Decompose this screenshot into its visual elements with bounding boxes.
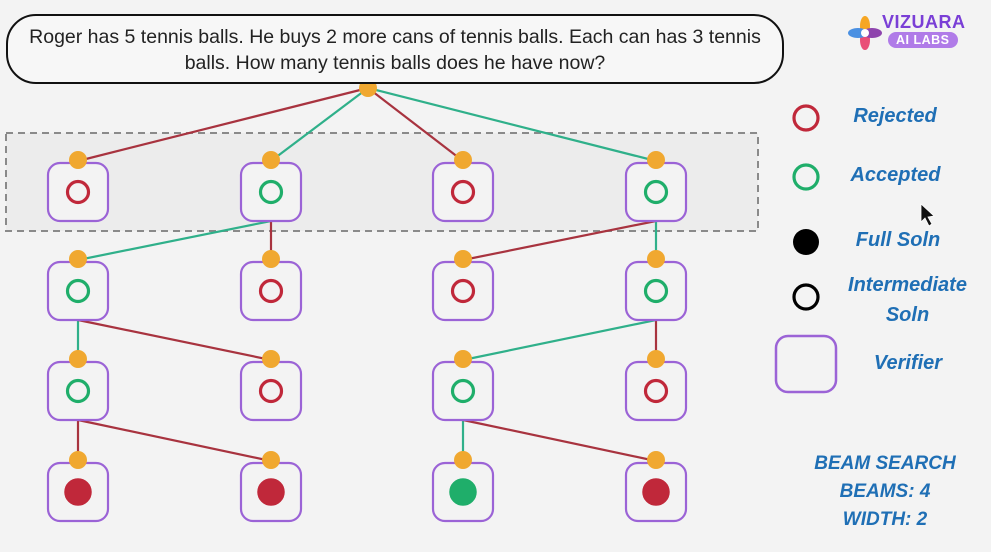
legend-full-soln-label: Full Soln (855, 229, 941, 251)
connector-dot-r4-c2 (262, 451, 280, 469)
connector-dot-r3-c2 (262, 350, 280, 368)
intermediate-soln-rejected-r1-c1 (65, 179, 91, 205)
legend-rejected-icon (792, 104, 820, 132)
full-soln-rejected-r4-c1 (64, 478, 92, 506)
edge-rejected-0 (77, 86, 369, 163)
edge-rejected-6 (462, 219, 657, 262)
edge-accepted-4 (77, 219, 272, 262)
edge-rejected-13 (77, 418, 272, 463)
intermediate-soln-rejected-r2-c3 (450, 278, 476, 304)
legend-verifier-label: Verifier (873, 352, 943, 374)
connector-dot-r4-c1 (69, 451, 87, 469)
intermediate-soln-rejected-r2-c2 (258, 278, 284, 304)
legend-full-soln-icon (793, 229, 819, 255)
verifier-box-r2-c2 (239, 260, 303, 322)
connector-dot-r3-c3 (454, 350, 472, 368)
legend-intermediate-soln-icon (792, 283, 820, 311)
intermediate-soln-accepted-r1-c4 (643, 179, 669, 205)
edge-rejected-15 (462, 418, 657, 463)
intermediate-soln-accepted-r3-c3 (450, 378, 476, 404)
verifier-box-r1-c4 (624, 161, 688, 223)
intermediate-soln-accepted-r2-c4 (643, 278, 669, 304)
edge-accepted-1 (270, 87, 369, 162)
full-soln-rejected-r4-c2 (257, 478, 285, 506)
edge-accepted-10 (462, 318, 657, 362)
intermediate-soln-rejected-r1-c3 (450, 179, 476, 205)
edge-rejected-9 (77, 318, 272, 362)
legend-intermediate-label: Intermediate Soln (830, 270, 985, 330)
full-soln-rejected-r4-c4 (642, 478, 670, 506)
edge-rejected-2 (367, 87, 464, 162)
legend-accepted-label: Accepted (850, 164, 941, 186)
verifier-box-r3-c4 (624, 360, 688, 422)
connector-dot-r4-c4 (647, 451, 665, 469)
connector-dot-r1-c3 (454, 151, 472, 169)
verifier-box-r1-c3 (431, 161, 495, 223)
connector-dot-r4-c3 (454, 451, 472, 469)
beam-search-info: BEAM SEARCH BEAMS: 4 WIDTH: 2 (790, 450, 980, 534)
flower-icon (848, 16, 882, 50)
question-line-1: Roger has 5 tennis balls. He buys 2 more… (29, 26, 761, 48)
connector-dot-r1-c2 (262, 151, 280, 169)
logo-tagline: AI LABS (888, 32, 958, 48)
intermediate-soln-accepted-r2-c1 (65, 278, 91, 304)
intermediate-soln-rejected-r3-c4 (643, 378, 669, 404)
legend-rejected-label: Rejected (853, 105, 937, 127)
mouse-cursor-icon (920, 203, 935, 227)
vizuara-logo: VIZUARA AI LABS (848, 12, 978, 52)
beam-info-title: BEAM SEARCH (814, 453, 956, 474)
verifier-box-r3-c3 (431, 360, 495, 422)
full-soln-accepted-r4-c3 (449, 478, 477, 506)
logo-brand: VIZUARA (882, 12, 966, 32)
verifier-box-r3-c1 (46, 360, 110, 422)
intermediate-soln-rejected-r3-c2 (258, 378, 284, 404)
intermediate-soln-accepted-r1-c2 (258, 179, 284, 205)
connector-dot-r2-c4 (647, 250, 665, 268)
legend-verifier-icon (774, 334, 838, 394)
beam-info-beams: BEAMS: 4 (839, 481, 931, 502)
connector-dot-r1-c4 (647, 151, 665, 169)
connector-dot-r2-c2 (262, 250, 280, 268)
verifier-box-r1-c2 (239, 161, 303, 223)
connector-dot-r3-c1 (69, 350, 87, 368)
verifier-box-r2-c3 (431, 260, 495, 322)
question-box: Roger has 5 tennis balls. He buys 2 more… (6, 14, 784, 84)
legend-intermediate-line-2: Soln (885, 304, 930, 326)
verifier-box-r2-c4 (624, 260, 688, 322)
connector-dot-r2-c3 (454, 250, 472, 268)
question-line-2: balls. How many tennis balls does he hav… (184, 52, 606, 74)
verifier-box-r2-c1 (46, 260, 110, 322)
connector-dot-r3-c4 (647, 350, 665, 368)
legend-accepted-icon (792, 163, 820, 191)
connector-dot-r1-c1 (69, 151, 87, 169)
edge-accepted-3 (367, 86, 657, 163)
beam-info-width: WIDTH: 2 (842, 509, 928, 530)
connector-dot-r2-c1 (69, 250, 87, 268)
verifier-box-r1-c1 (46, 161, 110, 223)
intermediate-soln-accepted-r3-c1 (65, 378, 91, 404)
legend-intermediate-line-1: Intermediate (848, 274, 967, 296)
verifier-box-r3-c2 (239, 360, 303, 422)
